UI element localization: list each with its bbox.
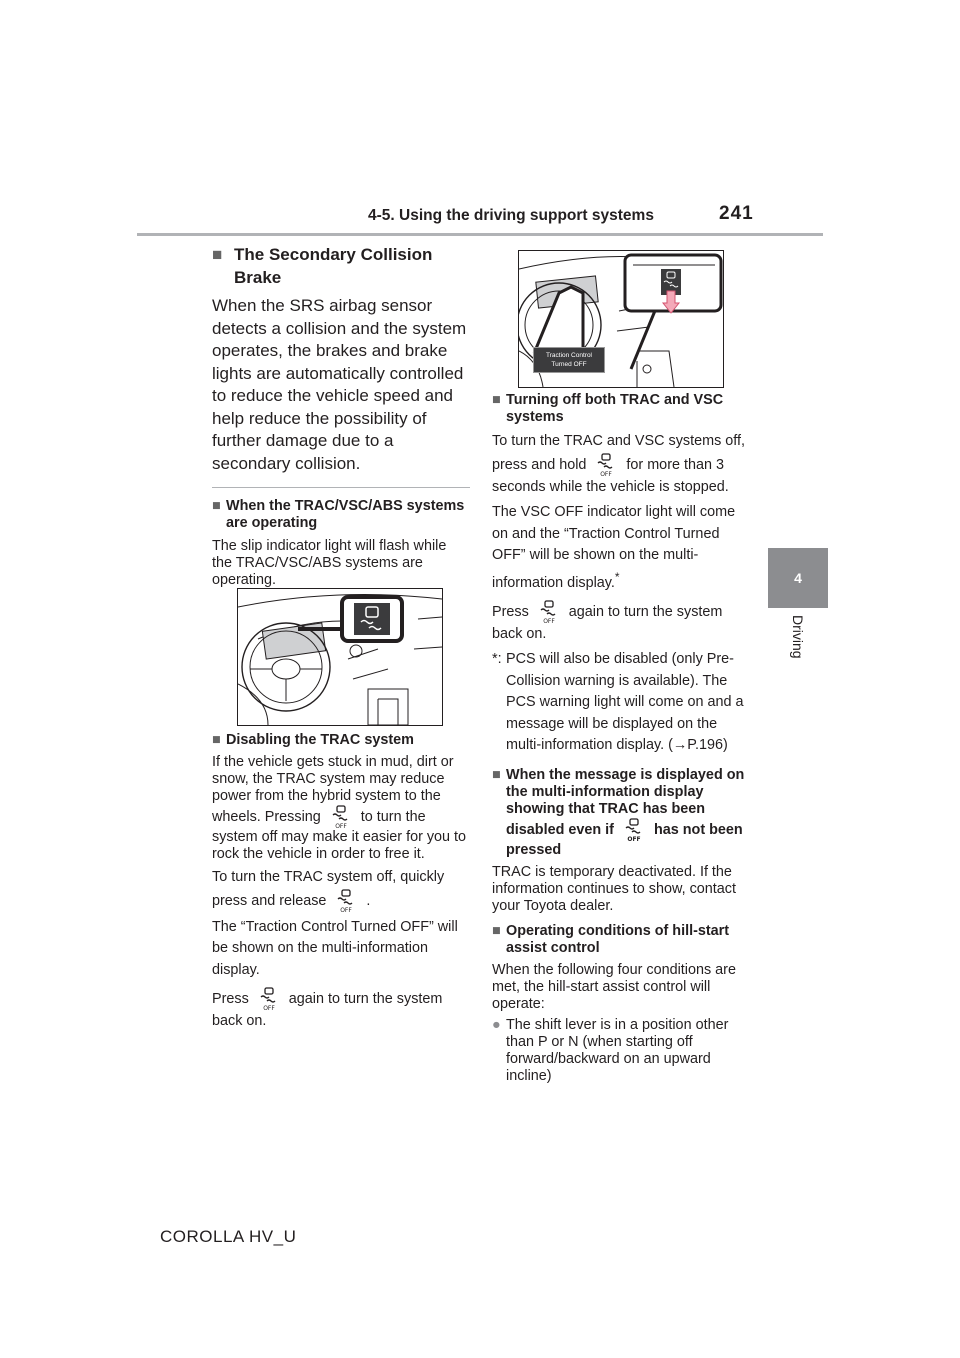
paragraph-hill-start-conditions: When the following four conditions are m… — [492, 961, 736, 1012]
chapter-tab: 4 — [768, 548, 828, 608]
paragraph-quick-press: To turn the TRAC system off, quickly pre… — [212, 869, 445, 913]
square-marker-icon: ■ — [492, 392, 501, 408]
slip-indicator-icon — [360, 606, 382, 631]
circle-bullet-icon: ● — [492, 1016, 501, 1033]
dashboard-illustration — [238, 594, 442, 725]
svg-text:OFF: OFF — [627, 836, 640, 842]
header-title: 4-5. Using the driving support systems — [368, 207, 654, 224]
vsc-off-icon: OFF — [260, 987, 276, 1011]
square-marker-icon: ■ — [212, 245, 223, 264]
chapter-label: Driving — [790, 615, 806, 659]
vsc-off-icon: OFF — [597, 452, 613, 477]
section-heading-disabling-trac: ■ Disabling the TRAC system — [212, 732, 414, 748]
dashboard-vsc-off-switch-figure: Traction Control Turned OFF — [518, 250, 724, 388]
paragraph-vsc-off-light: The VSC OFF indicator light will come on… — [492, 504, 736, 591]
paragraph-trac-temporary: TRAC is temporary deactivated. If the in… — [492, 863, 736, 914]
footnote-pcs: *: PCS will also be disabled (only Pre-C… — [492, 651, 744, 754]
paragraph-secondary-collision: When the SRS airbag sensor detects a col… — [212, 296, 467, 473]
left-column-continued: ■ Disabling the TRAC system If the vehic… — [212, 732, 470, 1037]
svg-text:OFF: OFF — [263, 1005, 275, 1011]
vsc-off-icon: OFF — [540, 600, 556, 624]
svg-text:OFF: OFF — [601, 471, 613, 477]
right-column: ■ Turning off both TRAC and VSC systems … — [492, 392, 750, 1085]
section-heading-trac-operating: ■ When the TRAC/VSC/ABS systems are oper… — [212, 498, 465, 531]
section-heading-hill-start: ■ Operating conditions of hill-start ass… — [492, 922, 730, 956]
svg-text:OFF: OFF — [543, 618, 555, 624]
section-heading-turning-off-trac-vsc: ■ Turning off both TRAC and VSC systems — [492, 392, 724, 425]
section-divider — [212, 487, 470, 488]
header-rule — [137, 233, 823, 236]
list-item-shift-lever: ● The shift lever is in a position other… — [492, 1016, 729, 1084]
page-number: 241 — [719, 203, 754, 224]
vsc-off-icon: OFF — [625, 818, 641, 842]
traction-control-message-label: Traction Control Turned OFF — [533, 347, 605, 373]
paragraph-slip-indicator: The slip indicator light will flash whil… — [212, 538, 447, 588]
svg-text:OFF: OFF — [335, 823, 347, 829]
paragraph-press-and-hold: To turn the TRAC and VSC systems off, pr… — [492, 433, 746, 495]
section-heading-message-displayed: ■ When the message is displayed on the m… — [492, 766, 745, 858]
square-marker-icon: ■ — [212, 732, 221, 748]
footer-model-name: COROLLA HV_U — [160, 1227, 297, 1246]
left-column: ■ The Secondary Collision Brake When the… — [212, 243, 470, 593]
vsc-off-icon: OFF — [332, 805, 348, 829]
section-heading-secondary-collision-brake: ■ The Secondary Collision Brake — [212, 245, 433, 287]
square-marker-icon: ■ — [212, 498, 221, 514]
square-marker-icon: ■ — [492, 922, 501, 939]
svg-text:OFF: OFF — [341, 907, 353, 913]
square-marker-icon: ■ — [492, 766, 501, 783]
vsc-off-icon: OFF — [337, 888, 353, 913]
paragraph-traction-message: The “Traction Control Turned OFF” will b… — [212, 918, 458, 978]
dashboard-slip-indicator-figure — [237, 588, 443, 726]
vsc-off-switch-icon — [663, 271, 679, 288]
paragraph-disabling-trac: If the vehicle gets stuck in mud, dirt o… — [212, 754, 467, 862]
arrow-icon — [661, 290, 681, 314]
console-illustration — [519, 253, 723, 387]
